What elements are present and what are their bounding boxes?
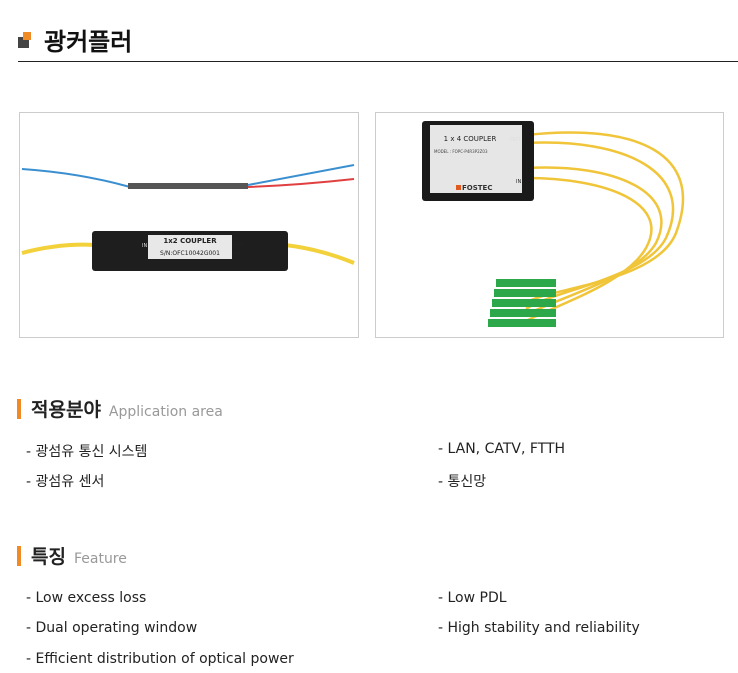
coupler-serial: S/N:OFC10042G001 [160, 250, 220, 257]
svg-text:OUT: OUT [234, 243, 246, 249]
svg-text:1 x 4 COUPLER: 1 x 4 COUPLER [444, 135, 497, 143]
coupler-label: 1x2 COUPLER [163, 237, 217, 245]
list-item: - 광섬유 통신 시스템 [26, 444, 148, 460]
list-item: - Dual operating window [26, 620, 198, 636]
svg-text:OUT: OUT [510, 137, 522, 143]
svg-text:10: 10 [234, 236, 240, 242]
list-item: - 광섬유 센서 [26, 474, 105, 490]
title-divider [18, 61, 738, 62]
title-bullet-icon [18, 31, 34, 48]
svg-text:IN: IN [516, 179, 521, 185]
list-item: - Low PDL [438, 590, 507, 606]
list-item: - High stability and reliability [438, 620, 640, 636]
section-bar [17, 545, 21, 566]
section-feature-heading: 특징 Feature [17, 542, 127, 569]
list-item: - Low excess loss [26, 590, 147, 606]
brand-logo: FOSTEC [462, 184, 492, 192]
section-title: 특징 [31, 546, 66, 568]
page-title: 광커플러 [44, 28, 133, 56]
list-item: - Efficient distribution of optical powe… [26, 651, 294, 667]
product-image-1x4-coupler: 1 x 4 COUPLER MODEL : FOPC-P4R3P2Z03 OUT… [375, 112, 724, 338]
section-bar [17, 398, 21, 419]
list-item: - LAN, CATV, FTTH [438, 441, 566, 457]
page-title-row: 광커플러 [18, 22, 132, 57]
section-subtitle: Application area [108, 404, 223, 420]
svg-text:90: 90 [234, 251, 240, 257]
svg-text:MODEL : FOPC-P4R3P2Z03: MODEL : FOPC-P4R3P2Z03 [434, 149, 488, 154]
product-image-1x2-coupler: 1x2 COUPLER S/N:OFC10042G001 IN OUT 10 9… [19, 112, 359, 338]
section-subtitle: Feature [73, 551, 127, 567]
section-title: 적용분야 [31, 399, 101, 421]
list-item: - 통신망 [438, 474, 487, 490]
section-application-heading: 적용분야 Application area [17, 395, 223, 422]
svg-text:IN: IN [142, 243, 147, 249]
